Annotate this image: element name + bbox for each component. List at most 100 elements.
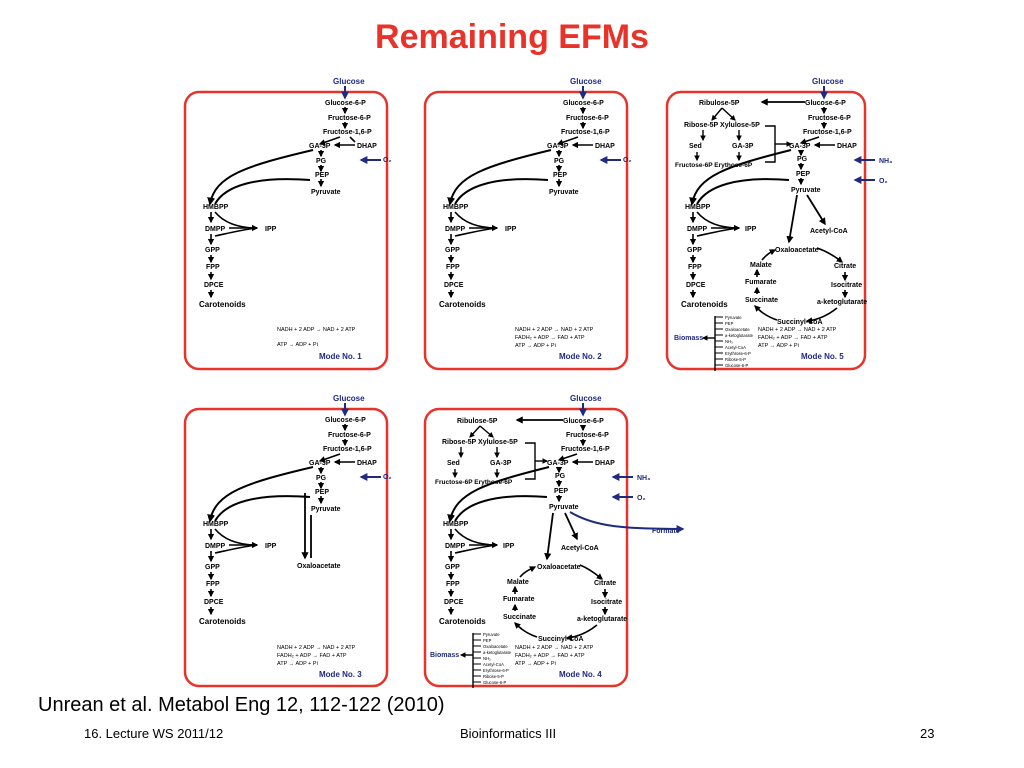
pg-label: PG — [555, 473, 566, 480]
aketoglutarate-label: a-ketoglutarate — [577, 616, 627, 623]
nh3-label: NH₃ — [637, 475, 650, 482]
slide-title: Remaining EFMs — [375, 18, 649, 56]
acetylcoa-label: Acetyl-CoA — [561, 545, 599, 552]
panel-mode-1: Glucose Glucose-6-P Fructose-6-P Fructos… — [183, 77, 392, 371]
pyruvate-label: Pyruvate — [311, 506, 341, 513]
hmbpp-label: HMBPP — [443, 521, 469, 528]
pep-label: PEP — [553, 172, 567, 179]
fructose-erythrose-label: Fructose-6P Erythose-6P — [435, 479, 513, 486]
g6p-label: Glucose-6-P — [563, 418, 604, 425]
pyruvate-label: Pyruvate — [549, 504, 579, 511]
biomass-component: a-ketoglutarate — [725, 333, 754, 338]
dhap-label: DHAP — [595, 143, 615, 150]
biomass-component: Acetyl-CoA — [483, 662, 504, 667]
biomass-component: Acetyl-CoA — [725, 345, 746, 350]
o2-label: O₂ — [383, 474, 392, 481]
citrate-label: Citrate — [594, 580, 616, 587]
ribose-xylulose-label: Ribose-5P Xylulose-5P — [684, 122, 760, 129]
dhap-label: DHAP — [595, 460, 615, 467]
energy-eq-2: FADH₂ + ADP → FAD + ATP — [515, 335, 585, 341]
biomass-list: PyruvatePEPOxaloacetatea-ketoglutarateNH… — [715, 315, 754, 368]
ribose-xylulose-label: Ribose-5P Xylulose-5P — [442, 439, 518, 446]
nh3-label: NH₃ — [879, 158, 892, 165]
energy-eq-2: FADH₂ + ADP → FAD + ATP — [758, 335, 828, 341]
hmbpp-label: HMBPP — [203, 204, 229, 211]
panel-border — [423, 407, 629, 688]
pep-label: PEP — [315, 172, 329, 179]
mode-label: Mode No. 5 — [801, 352, 844, 361]
ga3p-label: GA-3P — [309, 460, 331, 467]
energy-eq-2: FADH₂ + ADP → FAD + ATP — [515, 653, 585, 659]
panel-border — [423, 90, 629, 371]
ipp-label: IPP — [745, 226, 757, 233]
gpp-label: GPP — [445, 247, 460, 254]
citrate-label: Citrate — [834, 263, 856, 270]
glucose-label: Glucose — [333, 77, 365, 86]
aketoglutarate-label: a-ketoglutarate — [817, 299, 867, 306]
hmbpp-label: HMBPP — [203, 521, 229, 528]
glucose-label: Glucose — [570, 394, 602, 403]
succinylcoa-label: Succinyl-CoA — [538, 636, 584, 643]
biomass-component: Erythrose-6-P — [483, 668, 509, 673]
carotenoids-label: Carotenoids — [199, 300, 246, 309]
ribulose5p-label: Ribulose-5P — [699, 100, 740, 107]
energy-eq-1: NADH + 2 ADP → NAD + 2 ATP — [515, 645, 594, 651]
f16p-label: Fructose-1,6-P — [803, 129, 852, 136]
energy-eq-1: NADH + 2 ADP → NAD + 2 ATP — [515, 327, 594, 333]
pg-label: PG — [316, 158, 327, 165]
ga3p-pp-label: GA-3P — [732, 143, 754, 150]
biomass-component: PEP — [483, 638, 492, 643]
panel-border — [183, 90, 389, 371]
pyruvate-label: Pyruvate — [791, 187, 821, 194]
panel-mode-5: Glucose Glucose-6-P Ribulose-5P Ribose-5… — [665, 77, 892, 371]
biomass-list: PyruvatePEPOxaloacetatea-ketoglutarateNH… — [473, 632, 512, 685]
malate-label: Malate — [507, 579, 529, 586]
fpp-label: FPP — [688, 264, 702, 271]
succinate-label: Succinate — [503, 614, 536, 621]
energy-eq-3: ATP → ADP + Pi — [277, 661, 318, 667]
f6p-label: Fructose-6-P — [566, 115, 609, 122]
glucose-label: Glucose — [333, 394, 365, 403]
biomass-label: Biomass — [430, 652, 459, 659]
biomass-component: Ribose-5-P — [483, 674, 504, 679]
oxaloacetate-label: Oxaloacetate — [537, 564, 581, 571]
gpp-label: GPP — [205, 247, 220, 254]
energy-eq-3: ATP → ADP + Pi — [758, 343, 799, 349]
energy-eq-1: NADH + 2 ADP → NAD + 2 ATP — [277, 645, 356, 651]
biomass-component: NH₃ — [725, 339, 733, 344]
mode-label: Mode No. 1 — [319, 352, 362, 361]
carotenoids-label: Carotenoids — [199, 617, 246, 626]
o2-label: O₂ — [637, 495, 646, 502]
dhap-label: DHAP — [357, 143, 377, 150]
dmpp-label: DMPP — [445, 226, 466, 233]
ipp-label: IPP — [265, 543, 277, 550]
biomass-component: Oxaloacetate — [725, 327, 750, 332]
biomass-label: Biomass — [674, 335, 703, 342]
panel-mode-4: Glucose Glucose-6-P Ribulose-5P Ribose-5… — [423, 394, 685, 688]
fpp-label: FPP — [206, 581, 220, 588]
footer-lecture: 16. Lecture WS 2011/12 — [84, 726, 224, 741]
fructose-erythrose-label: Fructose-6P Erythose-6P — [675, 162, 753, 169]
malate-label: Malate — [750, 262, 772, 269]
pep-label: PEP — [554, 488, 568, 495]
energy-eq-2: FADH₂ + ADP → FAD + ATP — [277, 653, 347, 659]
mode-label: Mode No. 2 — [559, 352, 602, 361]
footer-course: Bioinformatics III — [460, 726, 557, 741]
ipp-label: IPP — [505, 226, 517, 233]
panel-border — [183, 407, 389, 688]
biomass-component: a-ketoglutarate — [483, 650, 512, 655]
f16p-label: Fructose-1,6-P — [323, 129, 372, 136]
g6p-label: Glucose-6-P — [325, 417, 366, 424]
ga3p-label: GA-3P — [547, 143, 569, 150]
energy-eq-3: ATP → ADP + Pi — [515, 661, 556, 667]
g6p-label: Glucose-6-P — [325, 100, 366, 107]
footer-page-number: 23 — [920, 726, 935, 741]
isocitrate-label: Isocitrate — [591, 599, 622, 606]
sed-label: Sed — [447, 460, 460, 467]
fpp-label: FPP — [446, 264, 460, 271]
sed-label: Sed — [689, 143, 702, 150]
fumarate-label: Fumarate — [503, 596, 535, 603]
o2-label: O₂ — [879, 178, 888, 185]
energy-eq-3: ATP → ADP + Pi — [515, 343, 556, 349]
citation: Unrean et al. Metabol Eng 12, 112-122 (2… — [38, 694, 445, 716]
